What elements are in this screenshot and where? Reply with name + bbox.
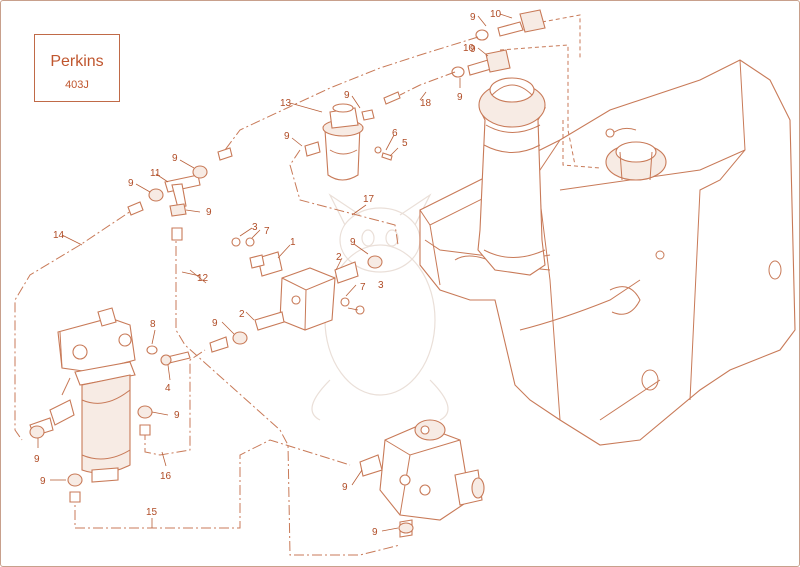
callout-9: 9: [34, 454, 40, 465]
engine-model: 403J: [65, 79, 89, 91]
fuel-filter-assembly: [29, 307, 136, 483]
callout-10: 10: [490, 9, 502, 20]
callout-9: 9: [470, 12, 476, 23]
callout-9: 9: [470, 44, 476, 55]
fuel-tank: [419, 59, 796, 446]
callout-13: 13: [280, 98, 292, 109]
callout-9: 9: [128, 178, 134, 189]
callout-9: 9: [372, 527, 378, 538]
callout-9: 9: [457, 92, 463, 103]
callout-4: 4: [165, 383, 171, 394]
callout-15: 15: [146, 507, 158, 518]
callout-5: 5: [402, 138, 408, 149]
callout-17: 17: [363, 194, 375, 205]
callout-18: 18: [420, 98, 432, 109]
lift-pump: [231, 237, 383, 345]
filler-neck: [477, 77, 546, 276]
callout-8: 8: [150, 319, 156, 330]
injection-pump: [359, 419, 485, 538]
callout-16: 16: [160, 471, 172, 482]
tee-fitting-11: [148, 165, 208, 217]
callout-12: 12: [197, 273, 209, 284]
callout-9: 9: [212, 318, 218, 329]
callout-9: 9: [172, 153, 178, 164]
callout-11: 11: [150, 168, 161, 179]
callout-2: 2: [336, 252, 342, 263]
bolt-5-6: [374, 146, 393, 161]
water-separator: [304, 103, 375, 181]
callout-3: 3: [252, 222, 258, 233]
leader-lines: [37, 13, 513, 532]
callout-3: 3: [378, 280, 384, 291]
callout-14: 14: [53, 230, 65, 241]
banjo-fitting-10-lower: [451, 49, 511, 78]
callout-9: 9: [40, 476, 46, 487]
callout-9: 9: [342, 482, 348, 493]
banjo-fitting-10-upper: [475, 9, 546, 41]
callout-7: 7: [360, 282, 366, 293]
brand-name: Perkins: [50, 53, 104, 70]
callout-10: 10: [463, 43, 475, 54]
fuel-sender: [562, 120, 667, 181]
brand-box: Perkins 403J: [34, 34, 120, 102]
callout-labels: 9 10 9 10 9 18 13 9 9 6 5 9 11 9 9 14 17…: [34, 9, 502, 538]
callout-9: 9: [284, 131, 290, 142]
callout-7: 7: [264, 226, 270, 237]
callout-9: 9: [344, 90, 350, 101]
callout-9: 9: [174, 410, 180, 421]
bolt-4-washer-8: [146, 345, 191, 366]
callout-1: 1: [290, 237, 296, 248]
callout-6: 6: [392, 128, 398, 139]
callout-2: 2: [239, 309, 245, 320]
callout-9: 9: [350, 237, 356, 248]
callout-9: 9: [206, 207, 212, 218]
